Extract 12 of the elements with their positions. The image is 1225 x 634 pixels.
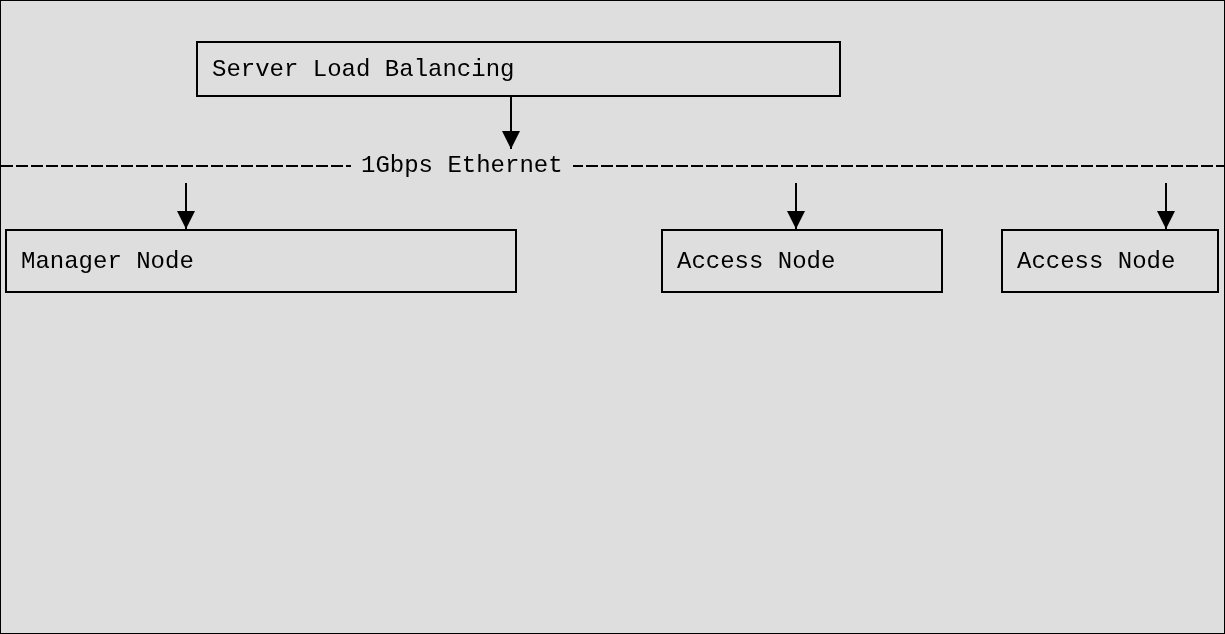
- arrow: [787, 182, 805, 230]
- server-box: [1001, 229, 1219, 293]
- node-label: Server Load Balancing: [212, 55, 515, 83]
- arrow: [1157, 182, 1175, 230]
- server-box: [5, 229, 517, 293]
- arrow: [177, 182, 195, 230]
- node-label: Manager Node: [21, 247, 194, 275]
- server-box: [661, 229, 943, 293]
- node-label: Access Node: [677, 247, 836, 275]
- arrow: [502, 96, 520, 150]
- node-label: Access Node: [1017, 247, 1176, 275]
- server-box: [196, 41, 841, 97]
